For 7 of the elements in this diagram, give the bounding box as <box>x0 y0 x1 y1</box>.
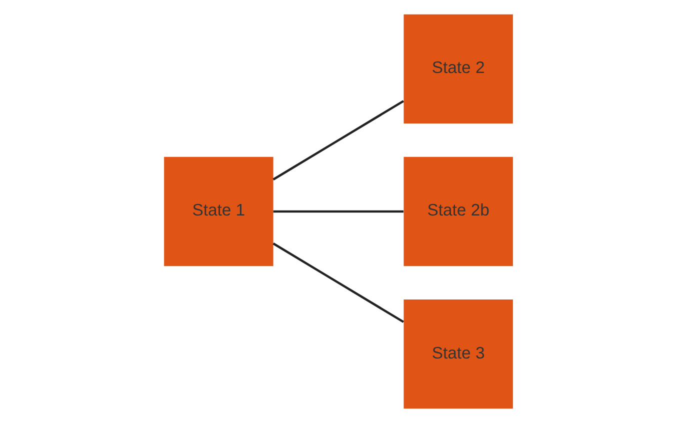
connector <box>273 210 404 213</box>
node-box: State 2 <box>404 14 513 124</box>
connector <box>272 242 404 323</box>
node-box: State 3 <box>404 299 513 409</box>
node-box: State 1 <box>164 156 274 266</box>
connector <box>272 100 404 180</box>
node-box: State 2b <box>404 156 513 266</box>
